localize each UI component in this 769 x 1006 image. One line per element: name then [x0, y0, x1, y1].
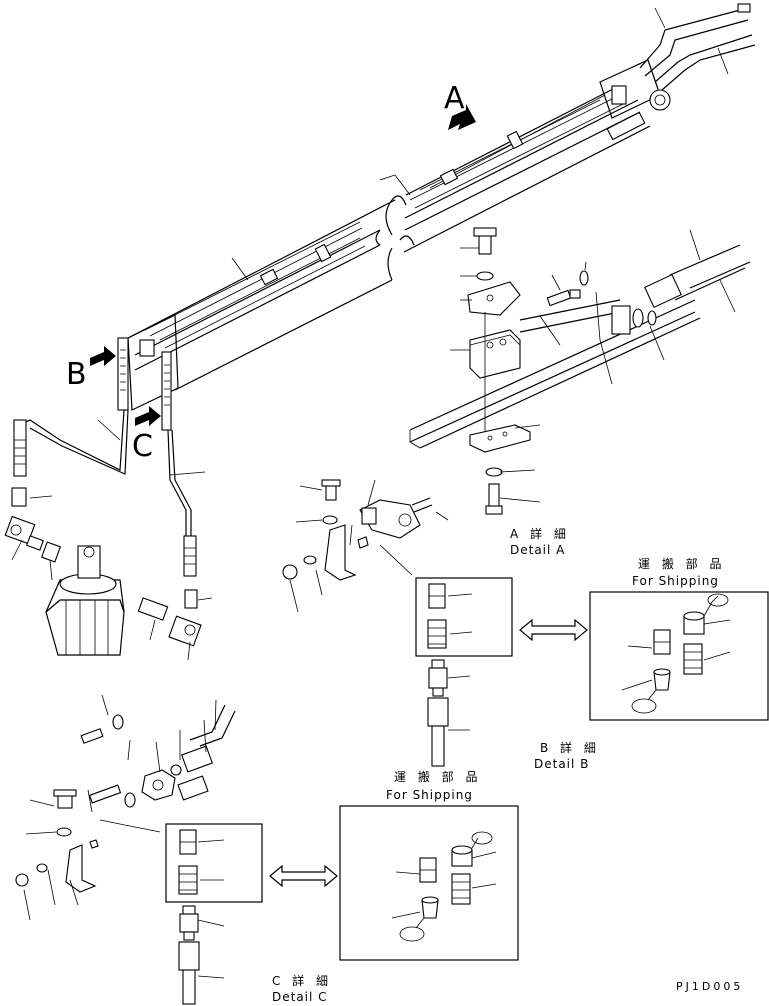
control-valve	[45, 545, 125, 656]
shipping-b-title-jp: 運 搬 部 品	[638, 556, 725, 571]
detail-b-fitting-box	[415, 577, 513, 657]
view-label-a: A	[444, 81, 465, 116]
double-arrow-icon	[269, 864, 338, 888]
drawing-code: PJ1D005	[676, 980, 743, 993]
hose-routing	[11, 409, 206, 609]
shipping-box-b	[589, 591, 769, 721]
double-arrow-icon	[519, 618, 588, 642]
boom-assembly	[117, 3, 756, 431]
shipping-c-title-en: For Shipping	[386, 788, 473, 802]
detail-b-title-jp: B 詳 細	[540, 740, 600, 755]
detail-c-fitting-box	[165, 823, 263, 903]
detail-c-bracket	[15, 694, 236, 921]
valve-fittings	[4, 495, 213, 661]
leader-lines-boom	[231, 7, 729, 281]
detail-c-title-jp: C 詳 細	[272, 973, 332, 988]
view-label-b: B	[66, 357, 87, 392]
shipping-b-title-en: For Shipping	[632, 574, 719, 588]
shipping-box-c	[339, 805, 519, 961]
detail-b-hose-end	[427, 659, 471, 767]
detail-a-assembly	[409, 227, 751, 515]
detail-b-bracket	[282, 479, 449, 613]
detail-b-title-en: Detail B	[534, 757, 589, 771]
view-arrow-a-icon	[448, 104, 476, 130]
shipping-c-title-jp: 運 搬 部 品	[394, 769, 481, 784]
view-arrow-b-icon	[90, 346, 116, 366]
detail-c-hose-end	[178, 905, 225, 1005]
view-label-c: C	[132, 429, 153, 464]
detail-c-title-en: Detail C	[272, 990, 328, 1004]
view-arrow-c-icon	[135, 406, 161, 426]
detail-a-title-en: Detail A	[510, 543, 565, 557]
detail-a-title-jp: A 詳 細	[510, 526, 570, 541]
